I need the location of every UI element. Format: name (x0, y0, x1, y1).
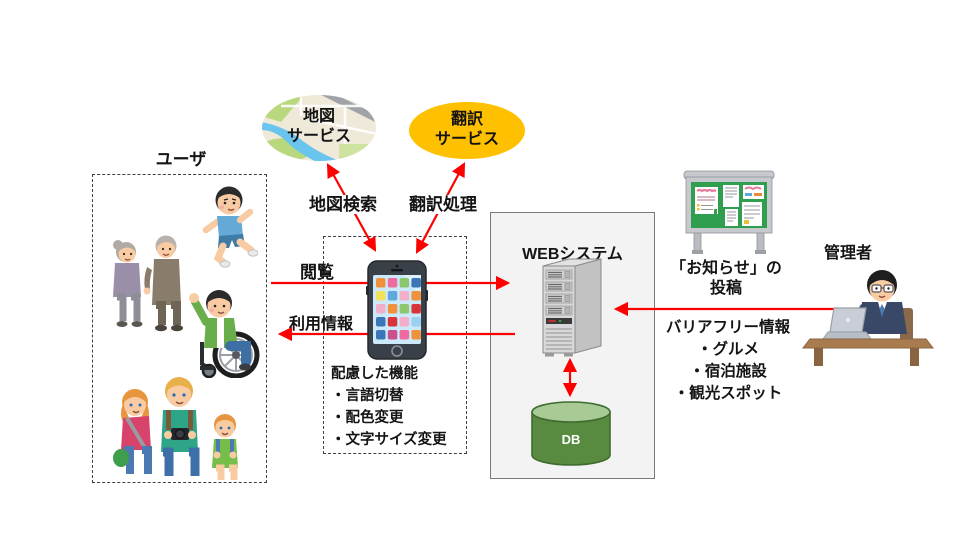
user-group-label: ユーザ (155, 150, 207, 169)
notice-post-line1: 「お知らせ」の (670, 260, 782, 277)
map-service-label-line2: サービス (286, 128, 351, 145)
features-title: 配慮した機能 (331, 366, 418, 382)
translation-service-label: 翻訳 サービス (409, 110, 525, 150)
usage-info-label: 利用情報 (288, 316, 353, 333)
smartphone-box (323, 236, 467, 454)
translation-service-ellipse (409, 102, 525, 159)
tourist-family-illustration (113, 377, 238, 480)
info-item: ・グルメ (696, 341, 759, 358)
feature-item: ・文字サイズ変更 (331, 432, 447, 448)
bulletin-board-illustration (683, 170, 775, 254)
info-item: ・宿泊施設 (689, 363, 767, 380)
smartphone-illustration (366, 260, 428, 360)
browse-label: 閲覧 (300, 263, 334, 282)
admin-illustration (801, 270, 935, 366)
database-cylinder (531, 401, 611, 466)
barrier-free-info-list: バリアフリー情報 ・グルメ ・宿泊施設 ・観光スポット (650, 317, 806, 405)
map-search-label: 地図検索 (301, 190, 385, 215)
server-illustration (542, 258, 602, 357)
jogger-illustration (202, 186, 258, 268)
info-item: ・観光スポット (673, 385, 783, 402)
map-service-label-line1: 地図 (302, 108, 335, 125)
wheelchair-user-illustration (189, 290, 260, 378)
smartphone-features: 配慮した機能 ・言語切替 ・配色変更 ・文字サイズ変更 (331, 363, 447, 451)
map-service-label: 地図 サービス (261, 107, 377, 147)
map-service-ellipse (262, 95, 376, 161)
feature-item: ・配色変更 (331, 410, 404, 426)
translation-service-label-line1: 翻訳 (450, 111, 483, 128)
barrier-free-info-title: バリアフリー情報 (665, 319, 790, 336)
translation-process-label: 翻訳処理 (401, 190, 485, 215)
feature-item: ・言語切替 (331, 388, 404, 404)
database-label: DB (561, 432, 581, 447)
notice-post-line2: 投稿 (709, 280, 742, 297)
notice-post-label: 「お知らせ」の 投稿 (660, 259, 792, 299)
admin-label: 管理者 (823, 245, 872, 262)
translation-service-label-line2: サービス (434, 131, 499, 148)
user-group-box (92, 174, 267, 483)
elderly-couple-illustration (113, 235, 183, 332)
